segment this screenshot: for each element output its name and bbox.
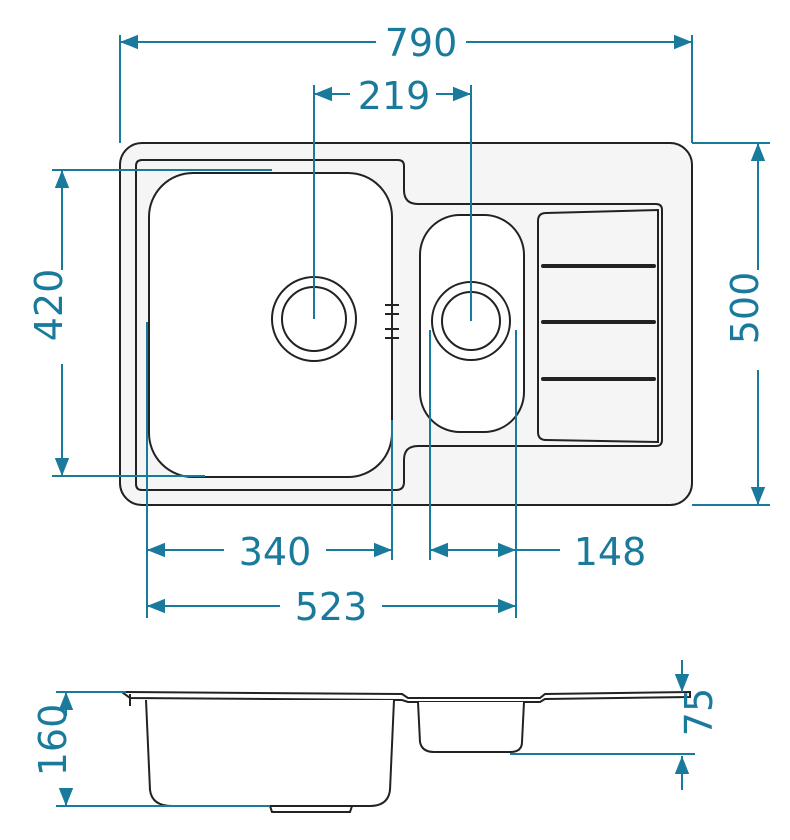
side-main-bowl bbox=[145, 699, 395, 807]
label-75: 75 bbox=[677, 688, 721, 736]
side-small-bowl bbox=[417, 701, 525, 753]
label-420: 420 bbox=[27, 269, 71, 342]
side-rim bbox=[118, 690, 691, 703]
drainer-board bbox=[537, 208, 659, 444]
drainer-ribs bbox=[541, 264, 656, 381]
label-340: 340 bbox=[239, 530, 312, 574]
label-148: 148 bbox=[574, 530, 647, 574]
label-790: 790 bbox=[385, 21, 458, 65]
side-main-drain bbox=[269, 805, 353, 813]
label-219: 219 bbox=[358, 74, 431, 118]
label-160: 160 bbox=[31, 704, 75, 777]
dim-bowl-depth: 420 bbox=[27, 169, 272, 477]
overflow-marks bbox=[385, 304, 399, 339]
main-bowl bbox=[148, 172, 393, 478]
dim-drain-spacing: 219 bbox=[313, 74, 472, 321]
dim-main-bowl-width: 340 bbox=[146, 322, 393, 618]
label-523: 523 bbox=[295, 585, 368, 629]
sink-inner-frame bbox=[135, 159, 663, 491]
dim-main-bowl-height: 160 bbox=[31, 691, 270, 807]
side-view bbox=[118, 690, 691, 813]
dim-small-bowl-height: 75 bbox=[510, 660, 721, 790]
dim-bowls-span: 523 bbox=[147, 585, 516, 629]
label-500: 500 bbox=[723, 272, 767, 345]
dim-total-width: 790 bbox=[119, 21, 693, 143]
dim-total-depth: 500 bbox=[692, 142, 770, 506]
top-view bbox=[119, 142, 693, 506]
dim-small-bowl-width: 148 bbox=[429, 330, 647, 618]
